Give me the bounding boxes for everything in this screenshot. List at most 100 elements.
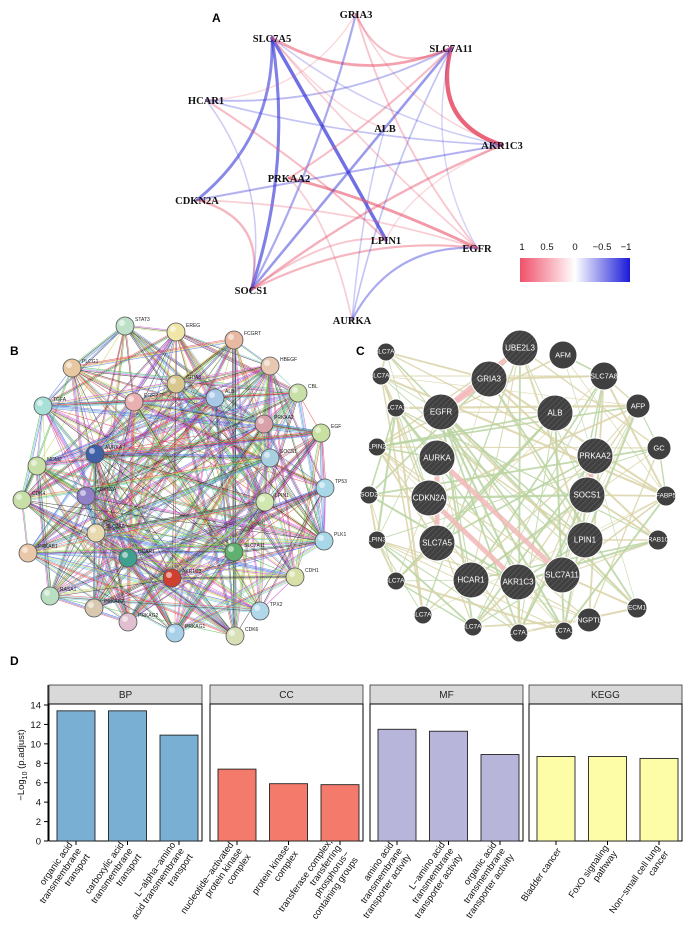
ppi-edge	[28, 551, 236, 636]
ppi-edge	[174, 365, 271, 634]
ppi-edge	[22, 499, 129, 558]
ppi-edge	[49, 365, 270, 596]
genemania-edge	[470, 375, 605, 581]
ppi-edge	[96, 502, 266, 534]
protein-node	[260, 448, 280, 468]
protein-node-highlight	[228, 334, 234, 340]
ppi-edge	[133, 364, 270, 402]
ppi-edge	[42, 330, 176, 406]
bar	[56, 710, 96, 842]
protein-node-highlight	[292, 387, 298, 393]
ppi-edge	[126, 576, 171, 621]
ppi-edge	[213, 398, 234, 553]
ppi-edge	[176, 383, 326, 488]
genemania-edge	[376, 539, 474, 628]
genemania-edge	[488, 378, 667, 497]
correlation-nodes: GRIA3SLC7A5SLC7A11HCAR1ALBAKR1C3PRKAA2CD…	[175, 10, 523, 327]
protein-node-label: CDK4	[32, 491, 46, 497]
x-tick-label: Bladder cancer	[519, 846, 563, 903]
ppi-edge	[232, 551, 235, 637]
ppi-edge	[50, 594, 261, 610]
protein-node	[118, 612, 138, 632]
protein-node	[254, 414, 274, 434]
ppi-edge	[264, 392, 299, 503]
ppi-edge	[134, 366, 271, 404]
ppi-edge	[28, 551, 261, 610]
ppi-edge	[71, 338, 234, 367]
gene-node	[626, 597, 648, 619]
x-tick-label: carboxylic acidtransmembranetransport	[80, 840, 143, 911]
gene-node-label: SLC7A13	[505, 630, 533, 637]
ppi-edge	[264, 501, 296, 578]
gene-node	[413, 605, 433, 625]
protein-node-label: HCAR1	[138, 549, 155, 555]
correlation-edge	[205, 13, 357, 101]
ppi-edge	[234, 551, 237, 637]
protein-node-highlight	[228, 546, 234, 552]
ppi-edge	[27, 500, 265, 553]
protein-node-label: PRKAG2	[138, 613, 159, 619]
correlation-edge	[205, 99, 503, 146]
ppi-edge	[176, 331, 216, 398]
ppi-edge	[37, 393, 299, 467]
bar	[429, 730, 468, 842]
protein-node-label: MDM2	[47, 457, 62, 463]
correlation-edge	[355, 13, 503, 146]
ppi-edge	[175, 502, 266, 634]
ppi-edge	[126, 422, 263, 622]
ppi-edge	[95, 433, 322, 455]
gene-node-label: ALB	[374, 124, 396, 135]
ppi-edge	[28, 552, 129, 622]
ppi-edge	[127, 501, 266, 559]
ppi-edge	[49, 595, 261, 611]
correlation-edges	[195, 12, 505, 322]
ppi-edge	[94, 454, 128, 559]
protein-node-label: AURKA	[105, 445, 123, 451]
ppi-edge	[127, 558, 235, 638]
ppi-edge	[233, 340, 260, 612]
correlation-edge	[249, 244, 479, 292]
ppi-edge	[42, 405, 97, 534]
gene-node	[470, 360, 508, 398]
ppi-edge	[127, 557, 236, 637]
gene-node-label: SLC7A8	[590, 372, 618, 381]
ppi-edge	[264, 423, 322, 433]
ppi-edge	[36, 392, 298, 466]
gene-node	[418, 439, 456, 477]
ppi-edge	[42, 407, 321, 435]
protein-node-label: EGF	[331, 424, 341, 430]
protein-node-highlight	[16, 494, 22, 500]
genemania-edge	[472, 619, 590, 628]
ppi-edge	[38, 465, 130, 622]
ppi-edge	[21, 456, 270, 499]
correlation-edge	[196, 199, 478, 249]
protein-node-label: STAT3	[135, 317, 150, 323]
correlation-edge	[441, 47, 478, 249]
gene-node	[647, 529, 669, 551]
genemania-edge	[385, 351, 563, 576]
protein-node	[225, 626, 245, 646]
gene-node	[452, 561, 490, 599]
protein-node-label: PRKAG1	[185, 624, 206, 630]
ppi-edge	[22, 368, 73, 501]
gene-node	[359, 485, 379, 505]
ppi-edge	[127, 365, 271, 559]
protein-node-highlight	[318, 535, 324, 541]
protein-node	[311, 423, 331, 443]
gene-node-label: EGFR	[462, 244, 492, 255]
panel-label-d: D	[10, 654, 19, 668]
x-tick-label: amino acidtransmembranetransporter activ…	[344, 840, 413, 920]
ppi-edge	[50, 496, 88, 597]
ppi-edge	[95, 534, 295, 579]
x-tick-label: organic acidtransmembranetransport	[29, 840, 92, 911]
protein-node-highlight	[264, 452, 270, 458]
gene-node-label: AFM	[555, 351, 571, 360]
ppi-edge	[171, 577, 296, 579]
genemania-edge	[517, 539, 659, 583]
legend-tick: 0.5	[540, 242, 553, 253]
protein-node	[205, 388, 225, 408]
ppi-edge	[95, 500, 265, 532]
ppi-edge	[174, 540, 324, 633]
genemania-edge	[380, 375, 639, 407]
